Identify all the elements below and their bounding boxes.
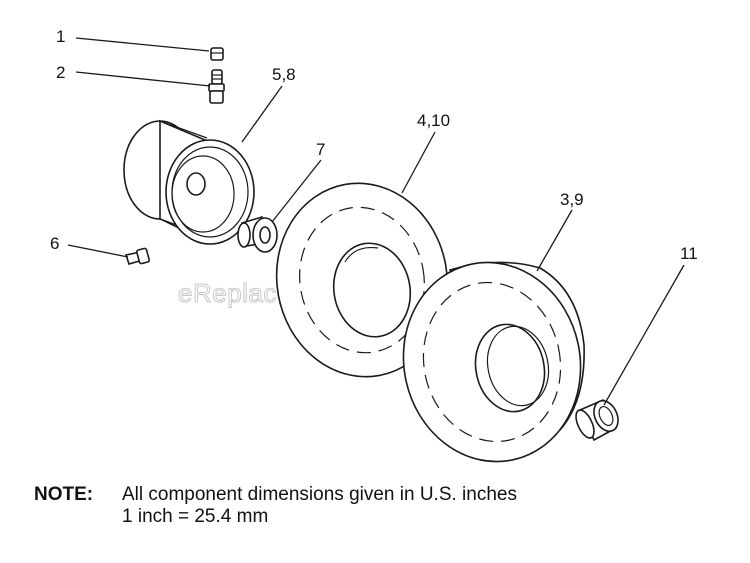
leader-line-2 bbox=[75, 71, 211, 87]
wheel-rim-part bbox=[123, 119, 255, 245]
leader-line-5-8 bbox=[241, 85, 283, 143]
callout-2: 2 bbox=[56, 63, 65, 82]
wheel-assembly-diagram: eReplacementParts.com bbox=[50, 27, 698, 463]
leader-line-7 bbox=[271, 159, 322, 223]
leader-line-1 bbox=[75, 37, 210, 52]
sleeve-part bbox=[575, 398, 619, 442]
callout-5-8: 5,8 bbox=[272, 65, 296, 84]
callout-11: 11 bbox=[680, 244, 698, 263]
leader-line-4-10 bbox=[401, 131, 436, 194]
note-label: NOTE: bbox=[34, 484, 94, 505]
callout-1: 1 bbox=[56, 27, 65, 46]
valve-stem-part bbox=[208, 69, 225, 104]
callout-3-9: 3,9 bbox=[560, 190, 584, 209]
callout-6: 6 bbox=[50, 234, 59, 253]
note-line-1: All component dimensions given in U.S. i… bbox=[122, 484, 517, 505]
bushing-part bbox=[237, 215, 278, 253]
leader-line-6 bbox=[67, 244, 129, 258]
dimension-note: NOTE: All component dimensions given in … bbox=[34, 484, 517, 528]
callout-4-10: 4,10 bbox=[417, 111, 450, 130]
front-tire-part bbox=[275, 182, 449, 378]
note-line-2: 1 inch = 25.4 mm bbox=[122, 506, 269, 527]
lug-bolt-part bbox=[124, 247, 150, 265]
valve-cap-part bbox=[210, 47, 224, 61]
rear-tire-part bbox=[402, 261, 585, 463]
leader-line-11 bbox=[603, 264, 685, 406]
leader-line-3-9 bbox=[536, 209, 573, 272]
callout-7: 7 bbox=[316, 140, 325, 159]
